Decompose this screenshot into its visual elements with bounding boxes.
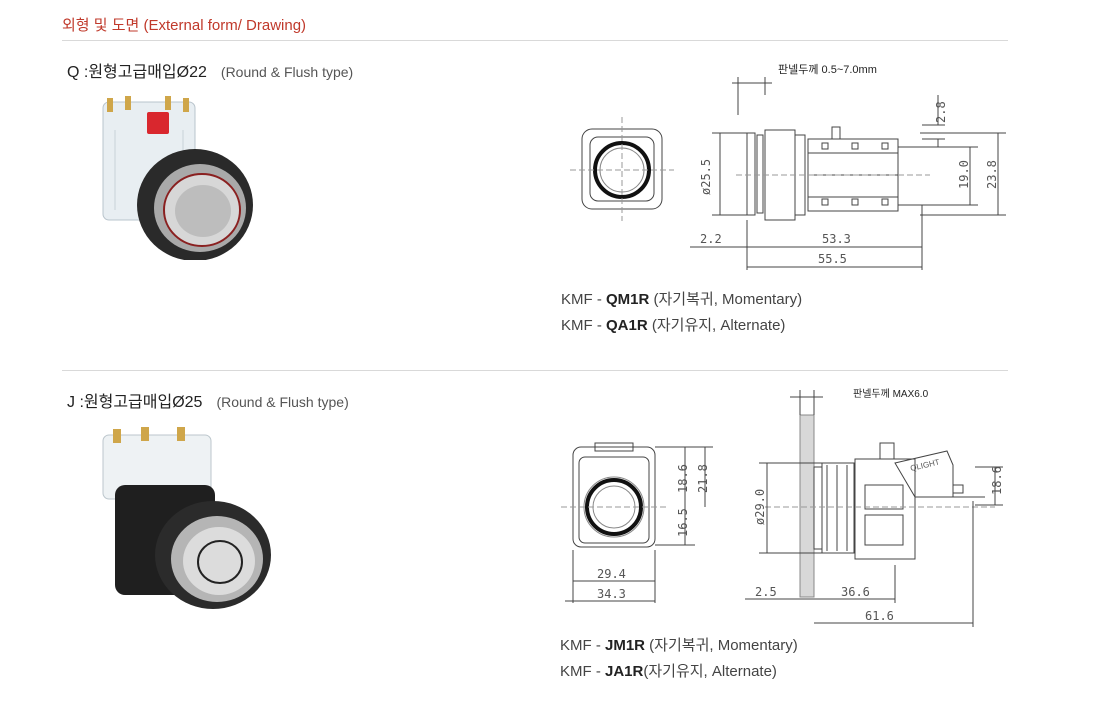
j-product-photo xyxy=(102,427,271,609)
j-drawing: 판넬두께 MAX6.0 QLIGHT 18.6 21.8 16.5 29.4 3… xyxy=(561,388,1004,627)
q-dim-190: 19.0 xyxy=(957,160,971,189)
j-title: J :원형고급매입Ø25 (Round & Flush type) xyxy=(67,388,349,412)
j-dim-218: 21.8 xyxy=(696,464,710,493)
j-models: KMF - JM1R (자기복귀, Momentary) KMF - JA1R(… xyxy=(560,633,798,685)
q-model-1: KMF - QM1R (자기복귀, Momentary) xyxy=(561,291,803,308)
j-dim-290: ø29.0 xyxy=(753,489,767,525)
q-product-photo xyxy=(102,96,253,260)
q-title: Q :원형고급매입Ø22 (Round & Flush type) xyxy=(67,58,353,82)
j-dim-343: 34.3 xyxy=(597,587,626,601)
j-dim-616: 61.6 xyxy=(865,609,894,623)
q-model-2: KMF - QA1R (자기유지, Alternate) xyxy=(561,317,786,334)
j-subtitle: (Round & Flush type) xyxy=(216,394,349,410)
q-dim-front: ø25.5 xyxy=(699,159,713,195)
j-dim-186a: 18.6 xyxy=(676,464,690,493)
j-brand-mark: QLIGHT xyxy=(909,457,940,472)
j-dim-186b: 18.6 xyxy=(990,466,1004,495)
q-dim-22: 2.2 xyxy=(700,232,722,246)
j-title-text: J :원형고급매입Ø25 xyxy=(67,394,203,411)
q-panel-label: 판넬두께 0.5~7.0mm xyxy=(778,63,877,76)
j-panel-label: 판넬두께 MAX6.0 xyxy=(853,388,929,400)
q-subtitle: (Round & Flush type) xyxy=(220,64,354,80)
q-models: KMF - QM1R (자기복귀, Momentary) KMF - QA1R … xyxy=(561,287,802,339)
j-dim-366: 36.6 xyxy=(841,585,870,599)
q-drawing: 판넬두께 0.5~7.0mm ø25.5 2.8 19.0 23.8 2.2 5… xyxy=(570,63,1006,270)
q-dim-555: 55.5 xyxy=(818,252,847,266)
j-dim-25: 2.5 xyxy=(755,585,777,599)
j-model-2: KMF - JA1R(자기유지, Alternate) xyxy=(560,663,777,680)
q-dim-28: 2.8 xyxy=(934,101,948,123)
j-dim-165: 16.5 xyxy=(676,508,690,537)
q-title-text: Q :원형고급매입Ø22 xyxy=(67,64,207,81)
section-header: 외형 및 도면 (External form/ Drawing) xyxy=(62,17,307,34)
divider-mid xyxy=(62,370,1008,371)
q-dim-238: 23.8 xyxy=(985,160,999,189)
divider-top xyxy=(62,40,1008,41)
j-dim-294: 29.4 xyxy=(597,567,626,581)
j-model-1: KMF - JM1R (자기복귀, Momentary) xyxy=(560,637,798,654)
q-dim-533: 53.3 xyxy=(822,232,851,246)
